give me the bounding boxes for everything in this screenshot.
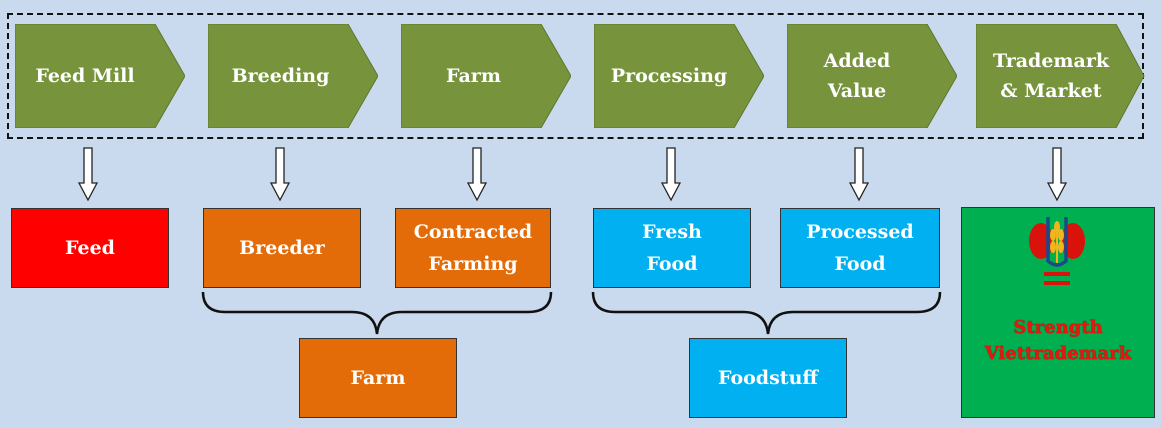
chevron-shape <box>208 24 378 128</box>
stage-trademark-market: Trademark & Market <box>976 24 1146 128</box>
stage-label: Added Value <box>823 50 891 102</box>
chevron-shape <box>15 24 185 128</box>
chevron-shape <box>787 24 957 128</box>
brand-text: Strength Viettrademark <box>984 317 1132 364</box>
down-arrow-icon <box>849 147 869 202</box>
farm-group-box: Farm <box>299 338 457 418</box>
stage-processing: Processing <box>594 24 764 128</box>
contracted-farming-box: Contracted Farming <box>395 208 551 288</box>
fresh-food-box: Fresh Food <box>593 208 751 288</box>
stage-label: Processing <box>610 65 728 87</box>
foodstuff-group-box: Foodstuff <box>689 338 847 418</box>
foodstuff-brace <box>591 291 942 335</box>
chevron-shape <box>594 24 764 128</box>
stage-label: Farm <box>446 65 501 87</box>
feed-box: Feed <box>11 208 169 288</box>
stage-breeding: Breeding <box>208 24 378 128</box>
chevron-shape <box>976 24 1145 128</box>
down-arrow-icon <box>78 147 98 202</box>
down-arrow-icon <box>1047 147 1067 202</box>
stage-added-value: Added Value <box>787 24 957 128</box>
down-arrow-icon <box>661 147 681 202</box>
chevron-shape <box>401 24 571 128</box>
stage-label: Breeding <box>231 65 330 87</box>
breeder-box: Breeder <box>203 208 361 288</box>
down-arrow-icon <box>270 147 290 202</box>
stage-farm: Farm <box>401 24 571 128</box>
stage-label: Feed Mill <box>35 65 135 87</box>
stage-feed-mill: Feed Mill <box>15 24 185 128</box>
farm-brace <box>201 291 553 335</box>
stage-label: Trademark & Market <box>992 50 1110 102</box>
processed-food-box: Processed Food <box>780 208 940 288</box>
viettrademark-logo <box>1029 217 1085 285</box>
down-arrow-icon <box>467 147 487 202</box>
